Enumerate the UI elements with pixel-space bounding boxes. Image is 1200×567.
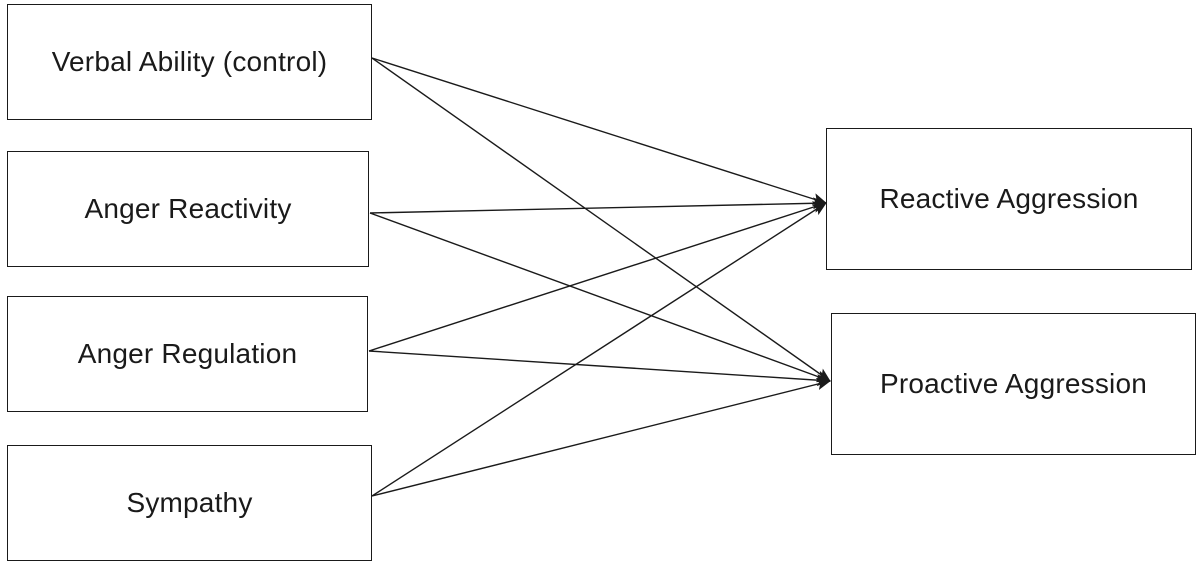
edge-anger-regulation-to-reactive-aggression xyxy=(368,201,827,352)
node-proactive-aggression: Proactive Aggression xyxy=(831,313,1196,455)
node-label-anger-regulation: Anger Regulation xyxy=(77,338,298,369)
node-anger-regulation: Anger Regulation xyxy=(7,296,368,412)
node-verbal-ability: Verbal Ability (control) xyxy=(7,4,372,120)
edge-anger-regulation-to-proactive-aggression xyxy=(368,350,831,387)
node-label-sympathy: Sympathy xyxy=(126,487,253,518)
edge-anger-reactivity-to-reactive-aggression xyxy=(369,197,827,214)
node-label-verbal-ability: Verbal Ability (control) xyxy=(51,46,328,77)
edge-sympathy-to-reactive-aggression xyxy=(371,202,827,497)
node-anger-reactivity: Anger Reactivity xyxy=(7,151,369,267)
edge-verbal-ability-to-reactive-aggression xyxy=(371,57,827,205)
edge-anger-reactivity-to-proactive-aggression xyxy=(369,212,831,383)
edge-sympathy-to-proactive-aggression xyxy=(371,378,831,497)
node-sympathy: Sympathy xyxy=(7,445,372,561)
node-label-anger-reactivity: Anger Reactivity xyxy=(84,193,292,224)
edge-verbal-ability-to-proactive-aggression xyxy=(371,57,831,382)
node-label-proactive-aggression: Proactive Aggression xyxy=(879,368,1148,399)
node-label-reactive-aggression: Reactive Aggression xyxy=(879,183,1139,214)
node-reactive-aggression: Reactive Aggression xyxy=(826,128,1192,270)
